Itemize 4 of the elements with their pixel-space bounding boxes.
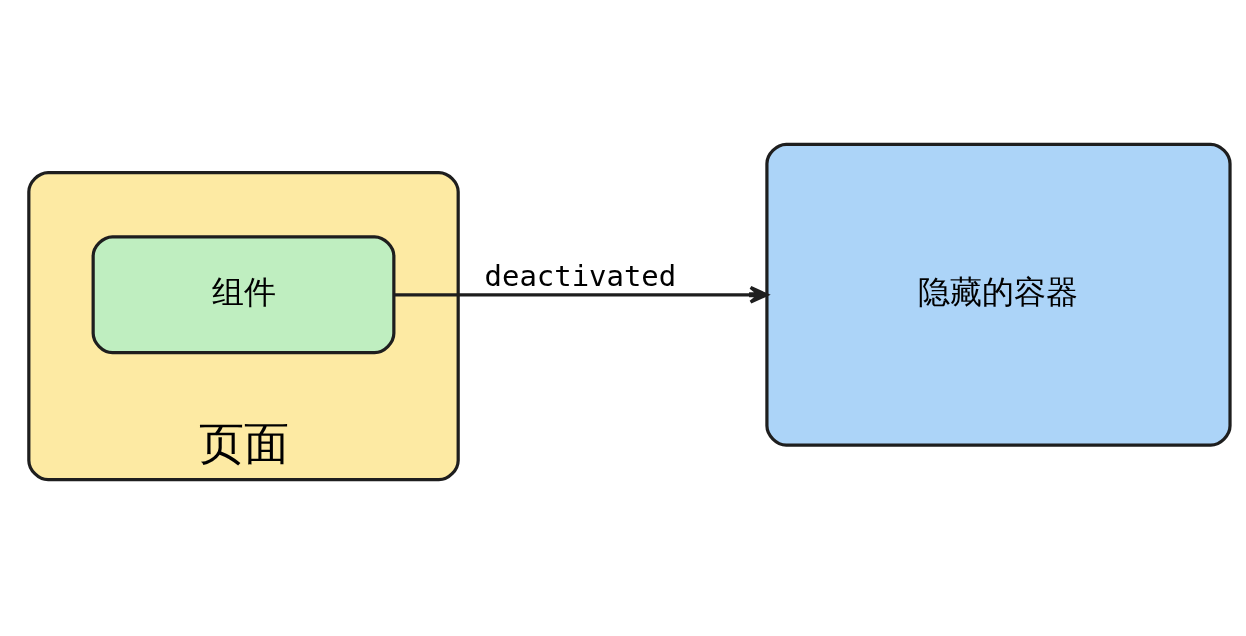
node-box: 组件: [91, 234, 396, 354]
edge-label: deactivated: [484, 258, 677, 293]
arrow: [394, 285, 769, 304]
node-box: 隐藏的容器: [765, 142, 1232, 447]
